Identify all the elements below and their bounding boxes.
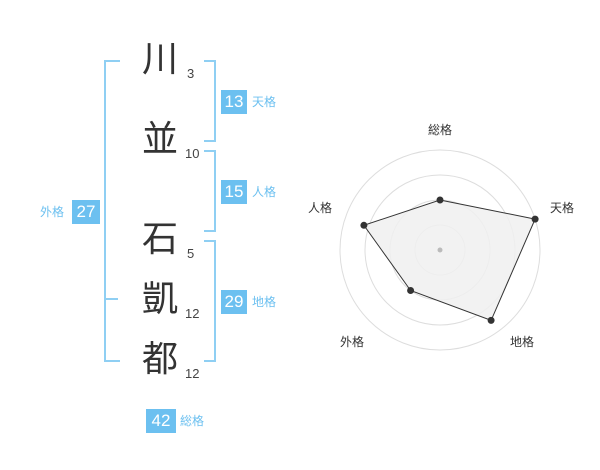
soukaku-label: 総格 [180,414,205,428]
tenkaku-value: 13 [221,90,247,114]
radar-center-dot [437,247,443,253]
tenkaku-bracket [204,60,216,142]
stroke-count-4: 12 [185,306,200,321]
jinkaku-bracket [204,150,216,232]
axis-label-tenkaku: 天格 [550,200,574,215]
radar-point-1 [436,196,444,204]
axis-label-chikaku: 地格 [510,334,534,349]
radar-point-4 [407,287,415,294]
name-char-4: 凱 [141,279,178,320]
tenkaku-label: 天格 [252,95,277,109]
radar-chart: 総格 天格 地格 外格 人格 [308,122,574,351]
outer-bracket-divider [106,298,118,300]
stroke-count-3: 5 [187,246,195,261]
radar-ring [339,149,541,351]
radar-points [360,196,539,324]
axis-label-jinkaku: 人格 [308,200,332,215]
radar-point-5 [360,221,368,229]
radar-polygon [363,199,536,322]
axis-label-soukaku: 総格 [428,122,452,137]
stroke-count-2: 10 [185,146,200,161]
name-char-2: 並 [141,119,178,160]
stroke-count-5: 12 [185,366,200,381]
outer-bracket [104,60,120,362]
gaikaku-value: 27 [72,200,100,224]
gaikaku-label: 外格 [40,205,65,219]
chikaku-bracket [204,240,216,362]
radar-point-2 [531,215,539,223]
chikaku-label: 地格 [252,295,277,309]
name-char-5: 都 [141,339,178,380]
name-char-1: 川 [141,39,178,80]
stroke-count-1: 3 [187,66,195,81]
radar-point-3 [487,316,495,324]
chikaku-value: 29 [221,290,247,314]
jinkaku-label: 人格 [252,185,277,199]
axis-label-gaikaku: 外格 [340,334,364,349]
jinkaku-value: 15 [221,180,247,204]
soukaku-value: 42 [146,409,176,433]
name-char-3: 石 [141,219,178,260]
